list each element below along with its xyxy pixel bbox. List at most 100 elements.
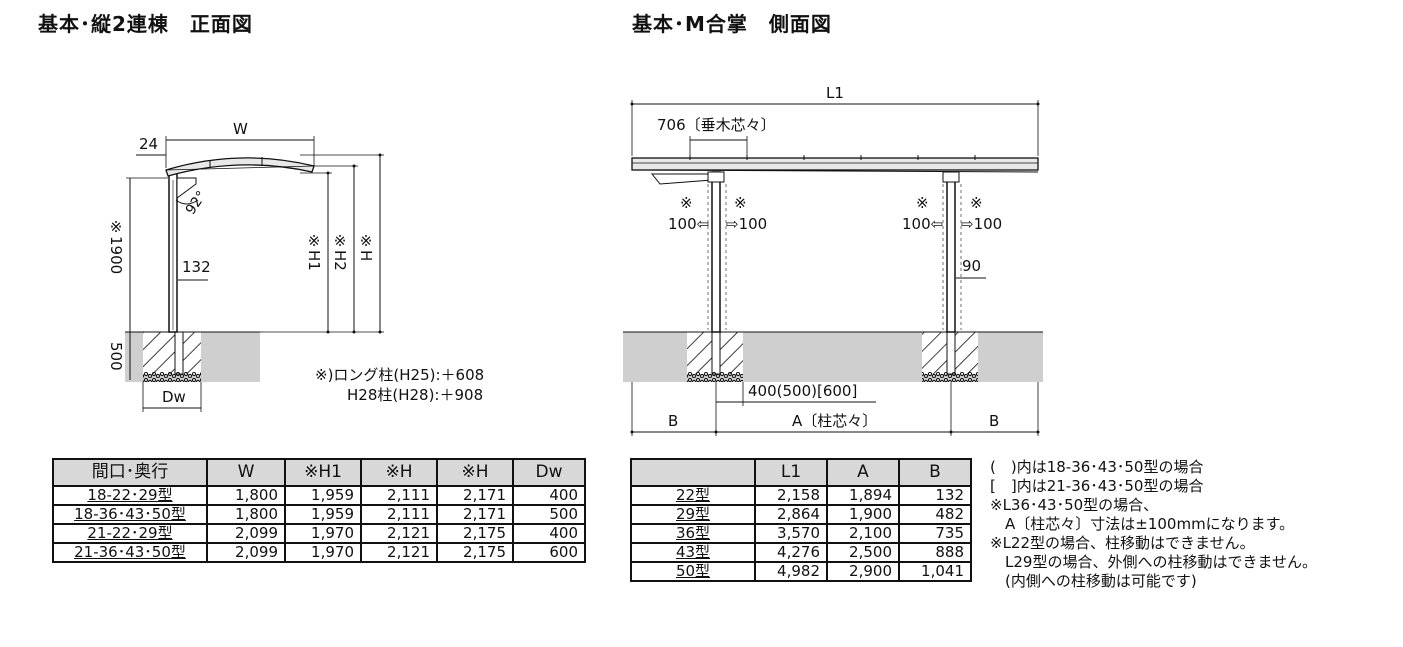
front-500-label: 500 (107, 342, 125, 371)
front-roof (165, 157, 315, 177)
front-1900-label: ※1900 (107, 218, 125, 275)
col-header: ※H (436, 458, 514, 487)
col-header: L1 (754, 458, 828, 487)
notes-block: ( )内は18-36･43･50型の場合 [ ]内は21-36･43･50型の場… (990, 458, 1317, 591)
side-ground (623, 332, 1043, 382)
col-header: A (826, 458, 900, 487)
cell: 888 (898, 542, 972, 563)
cell: 1,800 (206, 504, 286, 525)
cell: 4,276 (754, 542, 828, 563)
cell: 50型 (630, 561, 756, 582)
col-header: ※H (360, 458, 438, 487)
cell: 4,982 (754, 561, 828, 582)
side-400-label: 400(500)[600] (748, 382, 858, 400)
cell: 2,099 (206, 542, 286, 563)
front-w-label: W (233, 120, 248, 138)
side-100-right-2: ⇨100 (961, 215, 1003, 233)
cell: 1,959 (284, 504, 362, 525)
col-header: B (898, 458, 972, 487)
cell: 2,171 (436, 504, 514, 525)
side-spec-table: L1 A B 22型 2,158 1,894 132 29型 2,864 1,9… (630, 458, 972, 582)
cell: 735 (898, 523, 972, 544)
note-line: (内側への柱移動は可能です) (990, 572, 1197, 590)
cell: 2,158 (754, 485, 828, 506)
cell: 2,864 (754, 504, 828, 525)
cell: 21-22･29型 (52, 523, 208, 544)
cell: 1,800 (206, 485, 286, 506)
side-roof (631, 157, 1039, 171)
front-132-label: 132 (182, 258, 211, 276)
col-header: 間口･奥行 (52, 458, 208, 487)
note-line: [ ]内は21-36･43･50型の場合 (990, 477, 1204, 495)
front-h-label: ※H (357, 232, 375, 262)
side-kome-2: ※ (734, 194, 747, 212)
front-h2-label: ※H2 (331, 232, 349, 271)
cell: 1,970 (284, 542, 362, 563)
cell: 2,900 (826, 561, 900, 582)
front-note-long: ※)ロング柱(H25):＋608 (315, 366, 485, 384)
cell: 43型 (630, 542, 756, 563)
table-row: 18-22･29型 1,800 1,959 2,111 2,171 400 (52, 485, 586, 506)
cell: 1,894 (826, 485, 900, 506)
cell: 18-36･43･50型 (52, 504, 208, 525)
note-line: L29型の場合、外側への柱移動はできません。 (990, 553, 1317, 571)
side-kome-1: ※ (680, 194, 693, 212)
front-dw-label: Dw (162, 388, 186, 406)
table-row: 22型 2,158 1,894 132 (630, 485, 972, 506)
col-header: Dw (512, 458, 586, 487)
cell: 1,970 (284, 523, 362, 544)
table-row: 21-36･43･50型 2,099 1,970 2,121 2,175 600 (52, 542, 586, 563)
cell: 2,171 (436, 485, 514, 506)
cell: 400 (512, 485, 586, 506)
side-view-title: 基本･M合掌 側面図 (632, 12, 832, 36)
side-pillar-right (946, 171, 956, 333)
side-l1-label: L1 (826, 84, 844, 102)
front-note-h28: H28柱(H28):＋908 (347, 386, 484, 404)
side-100-right-1: ⇨100 (726, 215, 768, 233)
cell: 2,175 (436, 523, 514, 544)
cell: 2,121 (360, 542, 438, 563)
note-line: ( )内は18-36･43･50型の場合 (990, 458, 1204, 476)
table-row: 43型 4,276 2,500 888 (630, 542, 972, 563)
cell: 22型 (630, 485, 756, 506)
cell: 21-36･43･50型 (52, 542, 208, 563)
cell: 18-22･29型 (52, 485, 208, 506)
side-b-left-label: B (668, 412, 679, 430)
table-row: 50型 4,982 2,900 1,041 (630, 561, 972, 582)
cell: 1,959 (284, 485, 362, 506)
side-b-right-label: B (989, 412, 1000, 430)
table-row: 18-36･43･50型 1,800 1,959 2,111 2,171 500 (52, 504, 586, 525)
cell: 2,121 (360, 523, 438, 544)
col-header: ※H1 (284, 458, 362, 487)
cell: 36型 (630, 523, 756, 544)
side-90-label: 90 (962, 257, 982, 275)
note-line: ※L36･43･50型の場合、 (990, 496, 1159, 514)
side-pillar-left (711, 171, 721, 333)
side-100-left-1: 100⇦ (668, 215, 710, 233)
cell: 132 (898, 485, 972, 506)
side-kome-4: ※ (970, 194, 983, 212)
side-706-label: 706〔垂木芯々〕 (657, 116, 776, 134)
col-header: W (206, 458, 286, 487)
table-row: 21-22･29型 2,099 1,970 2,121 2,175 400 (52, 523, 586, 544)
cell: 500 (512, 504, 586, 525)
cell: 3,570 (754, 523, 828, 544)
table-row: 29型 2,864 1,900 482 (630, 504, 972, 525)
cell: 1,900 (826, 504, 900, 525)
side-a-label: A〔柱芯々〕 (792, 412, 878, 430)
cell: 2,111 (360, 504, 438, 525)
front-view-title: 基本･縦2連棟 正面図 (38, 12, 253, 36)
cell: 2,500 (826, 542, 900, 563)
cell: 482 (898, 504, 972, 525)
table-header-row: L1 A B (630, 458, 972, 487)
front-spec-table: 間口･奥行 W ※H1 ※H ※H Dw 18-22･29型 1,800 1,9… (52, 458, 586, 563)
cell: 2,175 (436, 542, 514, 563)
front-h1-label: ※H1 (305, 232, 323, 271)
front-24-label: 24 (139, 135, 159, 153)
table-row: 36型 3,570 2,100 735 (630, 523, 972, 544)
col-header (630, 458, 756, 487)
cell: 2,099 (206, 523, 286, 544)
note-line: A〔柱芯々〕寸法は±100mmになります。 (990, 515, 1295, 533)
